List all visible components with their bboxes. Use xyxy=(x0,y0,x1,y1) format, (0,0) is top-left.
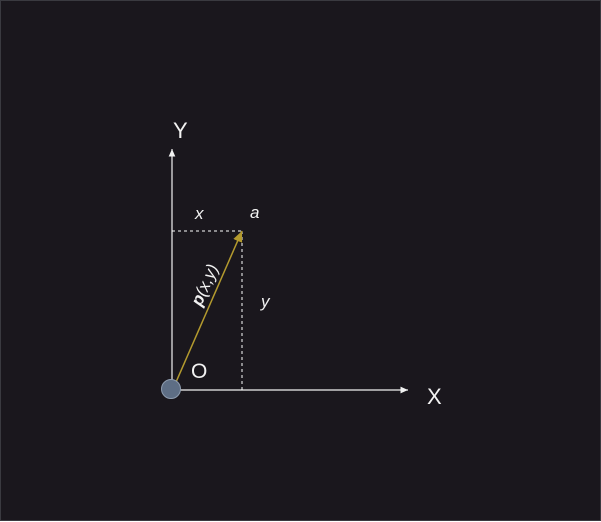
point-a-label: a xyxy=(250,203,259,222)
vector-p-label: p(x,y) xyxy=(187,261,222,309)
origin-label: O xyxy=(191,360,207,383)
y-component-label: y xyxy=(260,292,271,311)
vector-p-arrow xyxy=(172,230,243,390)
x-axis-label: X xyxy=(427,384,442,409)
svg-text:p(x,y): p(x,y) xyxy=(187,261,222,309)
vector-p-args: (x,y) xyxy=(192,261,223,299)
origin-point xyxy=(161,379,181,399)
y-axis-label: Y xyxy=(173,118,188,143)
x-component-label: x xyxy=(194,204,204,223)
